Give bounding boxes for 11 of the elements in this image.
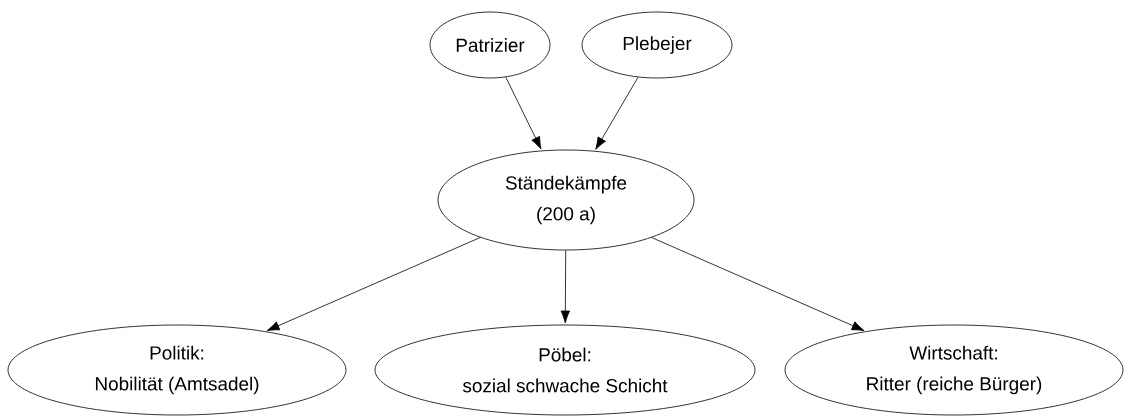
- ellipse-node: Politik: Nobilität (Amtsadel): [7, 324, 347, 416]
- ellipse-node: Ständekämpfe (200 a): [437, 149, 695, 251]
- arrow: [266, 237, 481, 331]
- arrow: [560, 250, 571, 324]
- ellipse-node: Wirtschaft: Ritter (reiche Bürger): [784, 324, 1124, 416]
- ellipse-node: Plebejer: [581, 11, 733, 79]
- ellipse-node: Pöbel: sozial schwache Schicht: [374, 324, 756, 416]
- arrow: [595, 76, 639, 150]
- arrow: [505, 76, 542, 150]
- arrow: [651, 237, 865, 331]
- ellipse-node: Patrizier: [429, 11, 551, 79]
